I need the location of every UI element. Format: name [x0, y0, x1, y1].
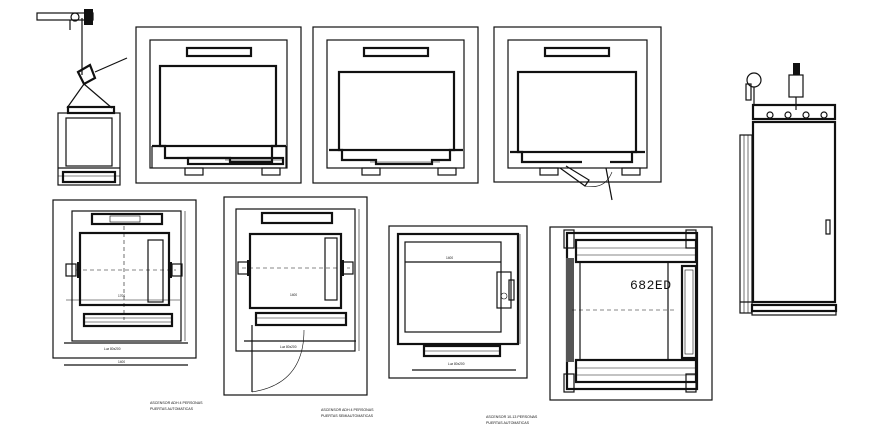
- car-plan-bottom-b: Luz 80x200 1400: [223, 196, 368, 396]
- car-plan-bottom-a: Luz 80x200 1400 1700: [52, 199, 197, 366]
- caption-b-line-1: ASCENSOR ADH 4 PERSONAS: [321, 408, 374, 412]
- plan-b-door-dim: Luz 80x200: [280, 345, 297, 349]
- car-plan-top-3: [493, 26, 662, 201]
- caption-c-line-2: PUERTAS AUTOMATICAS: [486, 421, 530, 425]
- caption-a-line-1: ASCENSOR ADH 4 PERSONAS: [150, 401, 203, 405]
- plan-c-top-dim: 1400: [446, 256, 453, 260]
- car-plan-bottom-d: 682ED: [549, 226, 713, 401]
- plan-a-door-dim: Luz 80x200: [104, 347, 121, 351]
- plan-a-inner-dim: 1700: [118, 294, 125, 298]
- plan-c-door-dim: Luz 80x200: [448, 362, 465, 366]
- caption-a-line-2: PUERTAS AUTOMATICAS: [150, 407, 194, 411]
- plan-d-code-label: 682ED: [630, 278, 672, 293]
- captions: ASCENSOR ADH 4 PERSONAS PUERTAS AUTOMATI…: [150, 401, 538, 425]
- car-elevation-detail: [36, 9, 128, 186]
- caption-b-line-2: PUERTAS SEMIAUTOMATICAS: [321, 414, 374, 418]
- car-plan-bottom-c: 1400 Luz 80x200: [388, 225, 528, 379]
- car-plan-top-1: [135, 26, 302, 184]
- shaft-elevation-right: [739, 63, 838, 316]
- plan-a-width-dim: 1400: [118, 360, 125, 364]
- car-plan-top-2: [312, 26, 479, 184]
- plan-b-width-dim: 1400: [290, 293, 297, 297]
- caption-c-line-1: ASCENSOR 10-13 PERSONAS: [486, 415, 538, 419]
